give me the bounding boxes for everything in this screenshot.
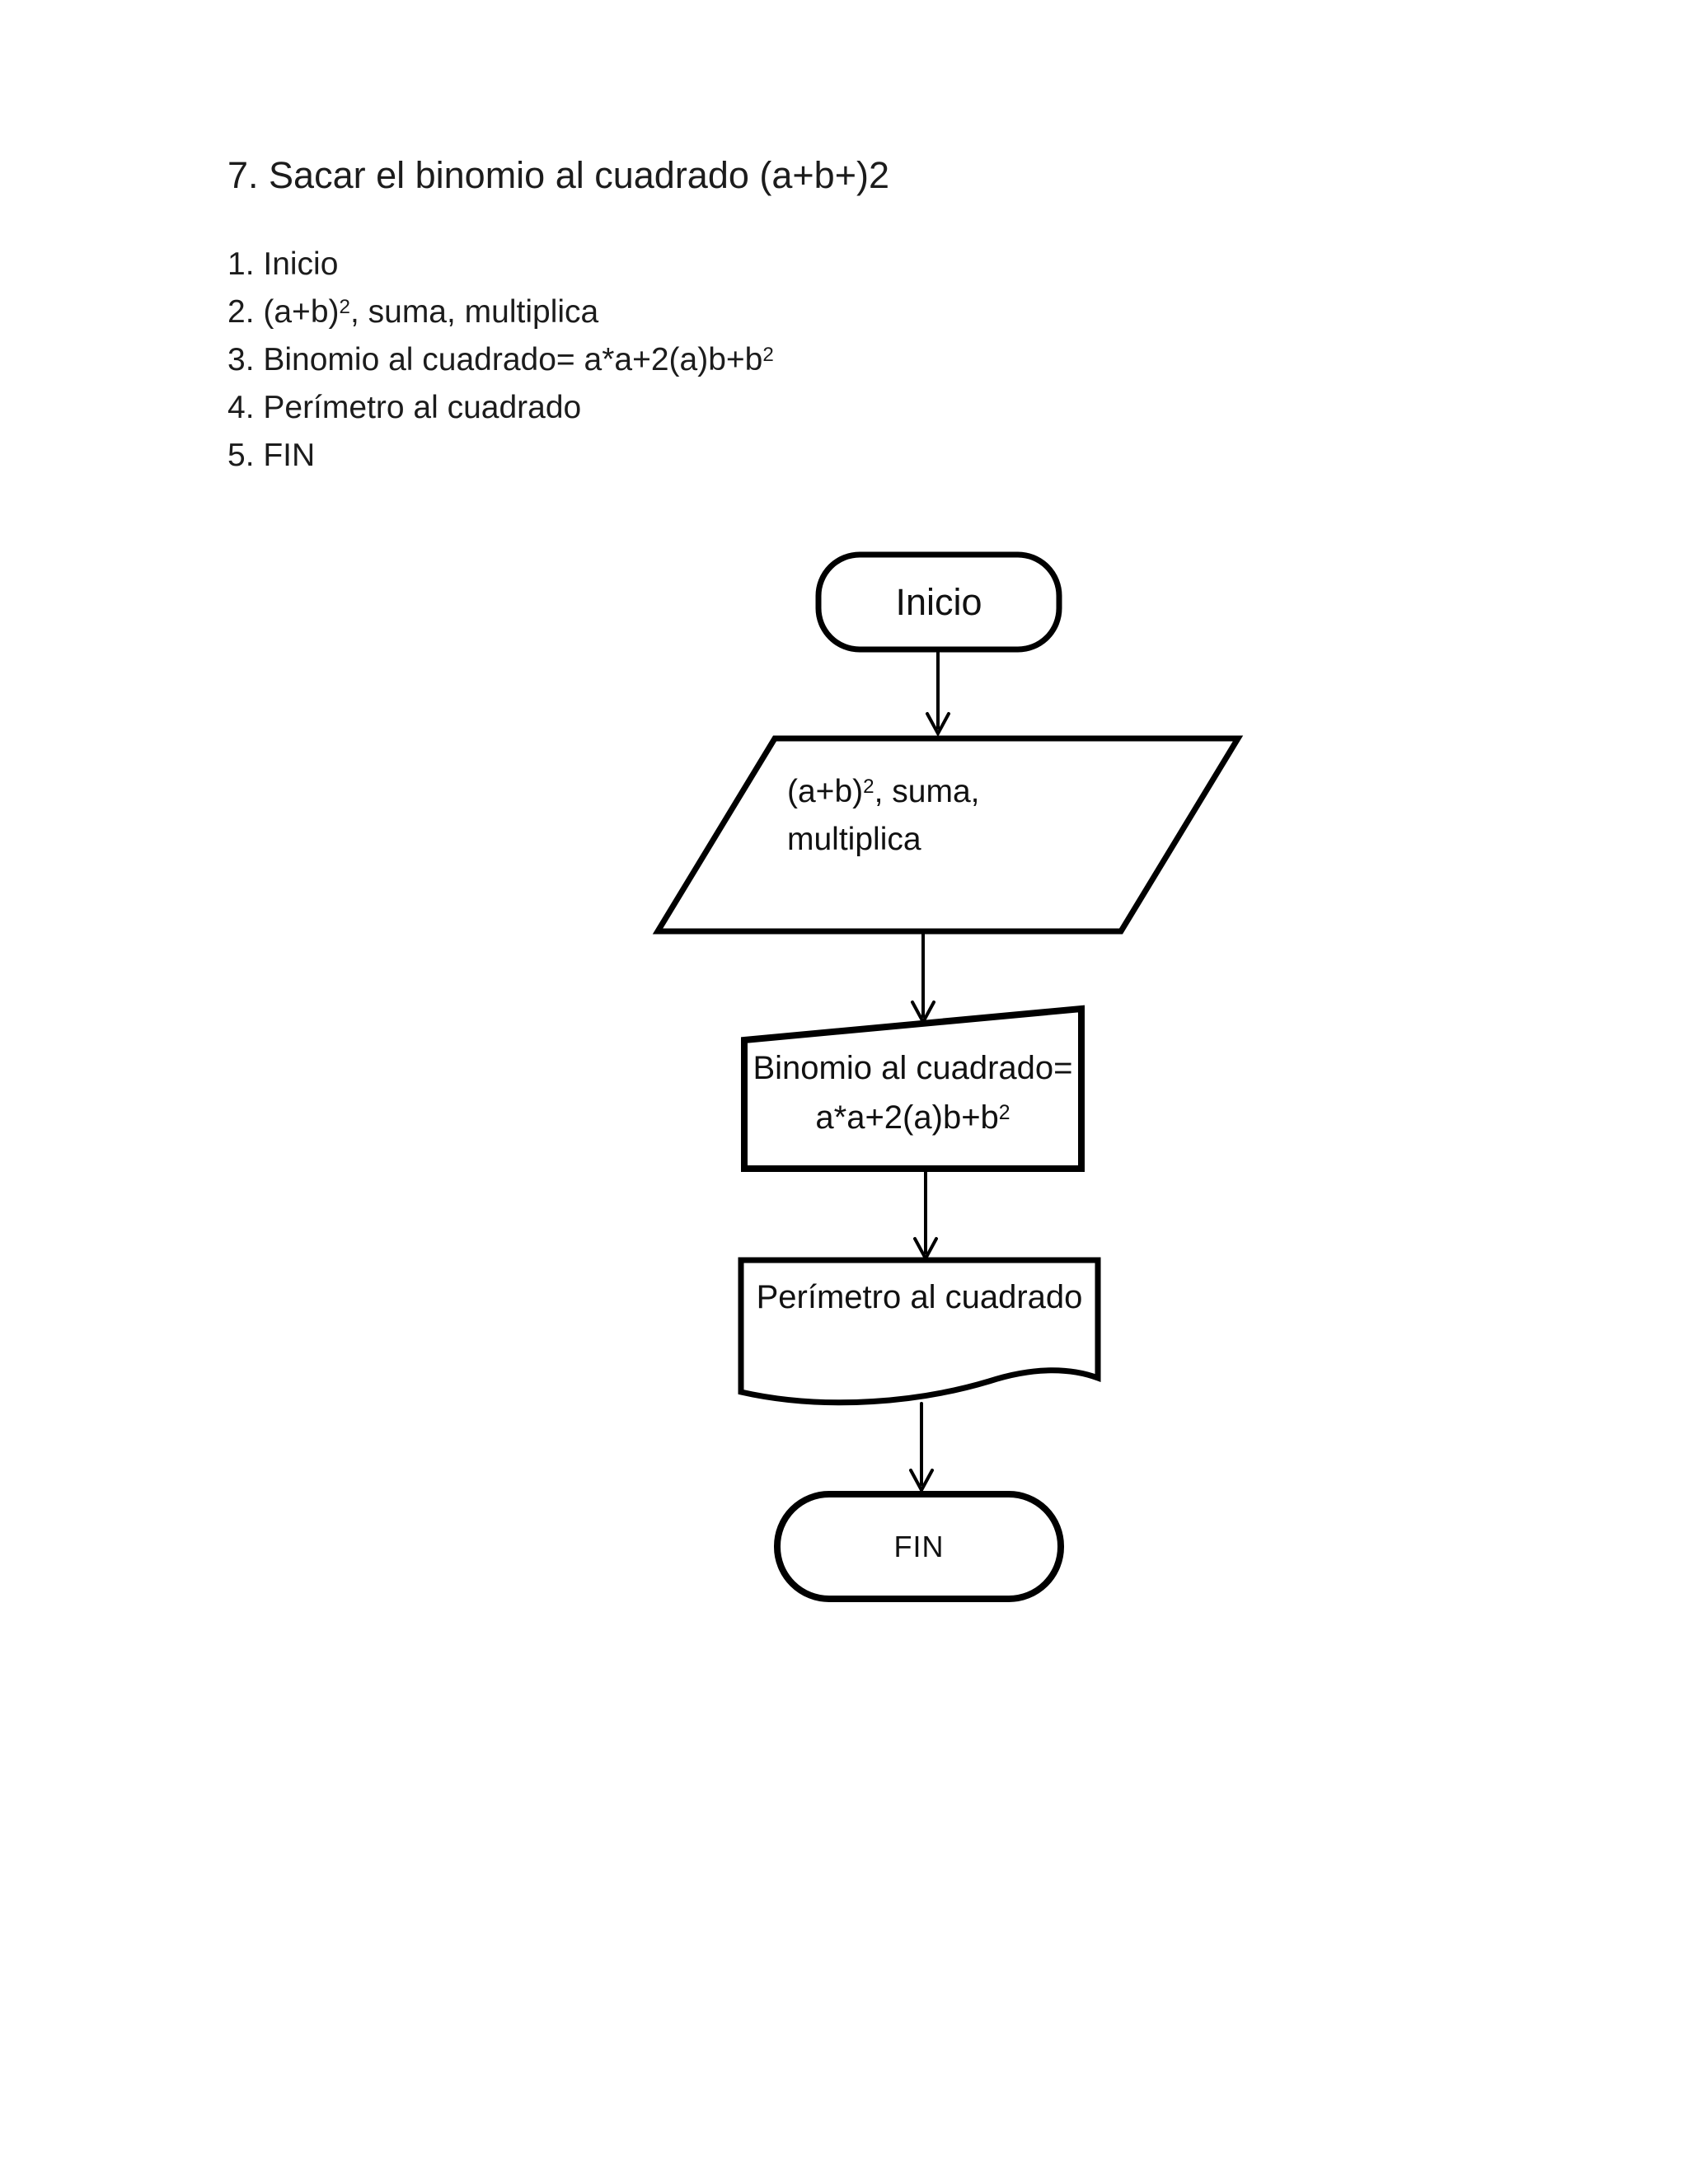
list-item-3: 3. Binomio al cuadrado= a*a+2(a)b+b2 <box>227 342 774 377</box>
input-label-line1: (a+b)2, suma, <box>787 774 980 809</box>
process-label-line2: a*a+2(a)b+b2 <box>815 1099 1010 1136</box>
steps-list: 1. Inicio 2. (a+b)2, suma, multiplica 3.… <box>227 241 774 480</box>
list-item-4: 4. Perímetro al cuadrado <box>227 390 582 425</box>
process-box-label: Binomio al cuadrado= a*a+2(a)b+b2 <box>744 1043 1081 1142</box>
end-terminator-shape <box>774 1491 1064 1602</box>
list-item-5: 5. FIN <box>227 438 316 473</box>
arrow-input-to-process <box>911 932 935 1026</box>
process-manual-input-shape <box>741 1005 1085 1172</box>
arrow-start-to-input <box>926 649 950 738</box>
output-document-shape <box>738 1257 1101 1406</box>
page-title: 7. Sacar el binomio al cuadrado (a+b+)2 <box>227 154 889 196</box>
arrow-process-to-output <box>913 1169 938 1263</box>
flow-arrows <box>909 649 950 1494</box>
arrow-output-to-end <box>909 1402 934 1494</box>
input-label-line2: multiplica <box>787 822 921 857</box>
start-terminator-label: Inicio <box>895 580 982 623</box>
end-terminator-label: FIN <box>893 1529 945 1563</box>
input-parallelogram-shape <box>652 735 1244 935</box>
input-parallelogram-label: (a+b)2, suma, multiplica <box>787 768 1150 864</box>
document-shape-label: Perímetro al cuadrado <box>756 1279 1083 1315</box>
list-item-1: 1. Inicio <box>227 246 339 282</box>
list-item-2: 2. (a+b)2, suma, multiplica <box>227 294 599 330</box>
process-label-line1: Binomio al cuadrado= <box>753 1050 1073 1086</box>
flow-shapes <box>652 551 1244 1602</box>
start-terminator-shape <box>815 551 1062 653</box>
